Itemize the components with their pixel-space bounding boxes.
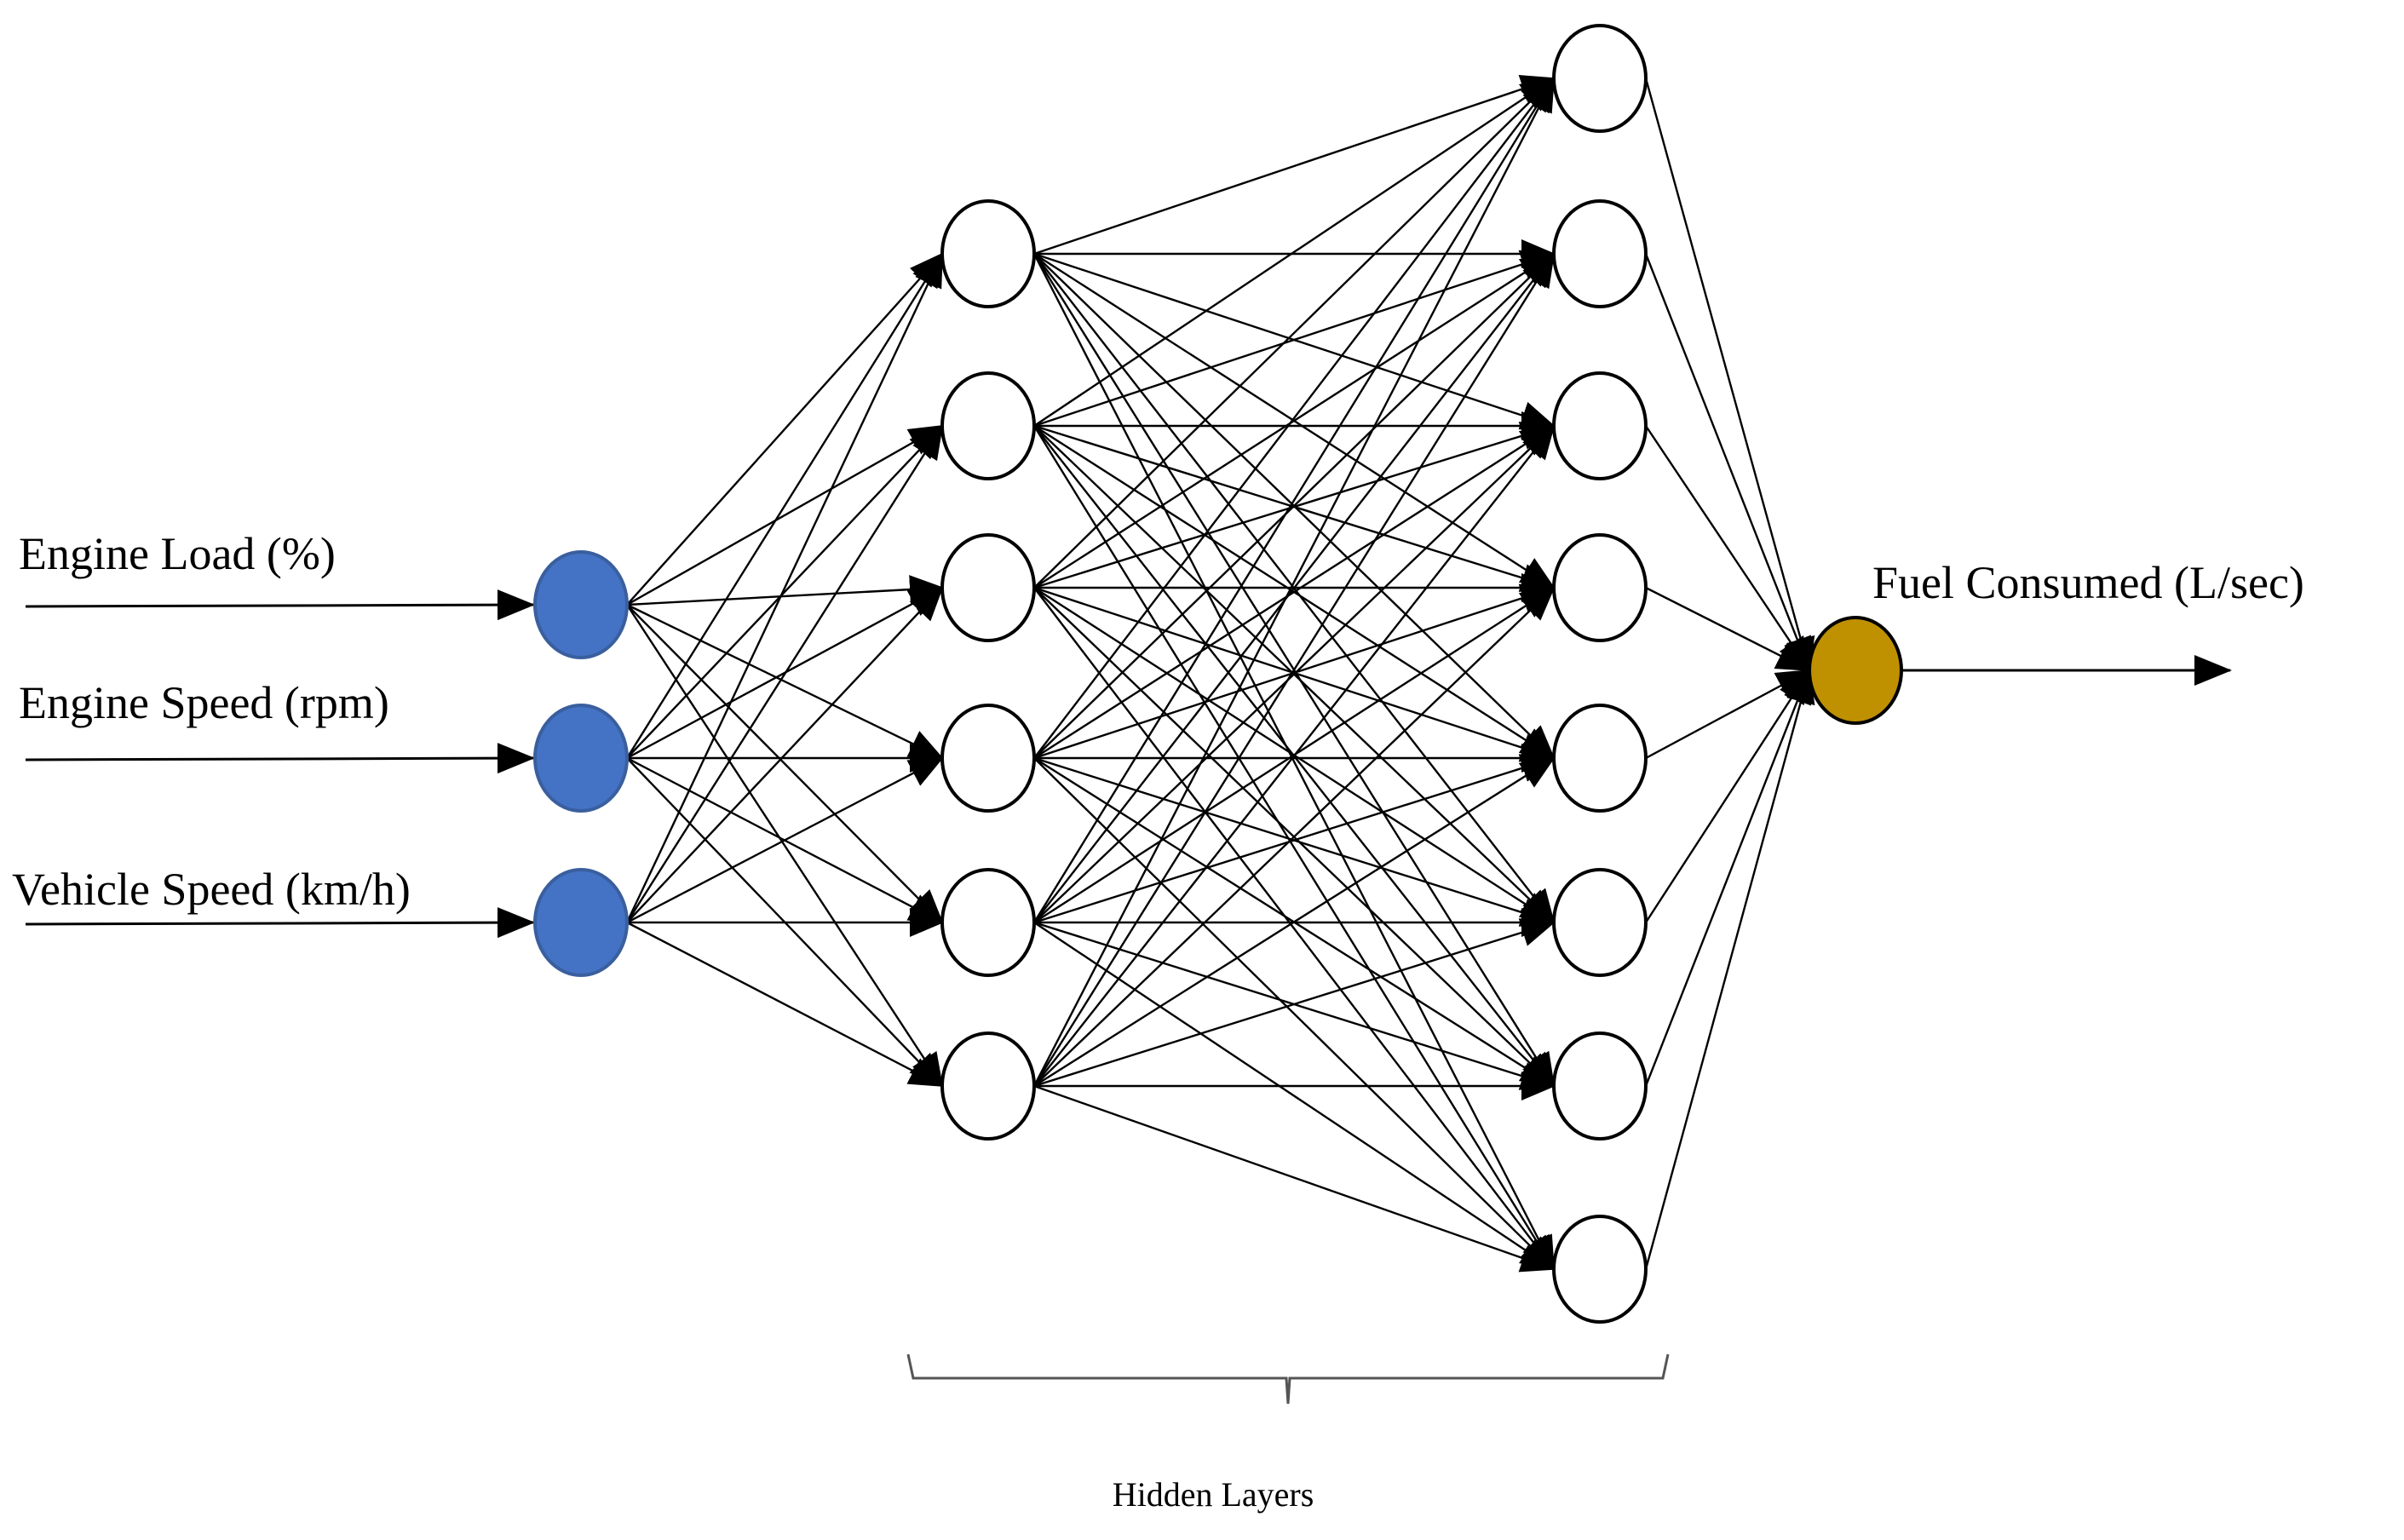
edge-l1-n3-to-l2-n2 (1033, 424, 1556, 760)
output-label-fuel-consumed: Fuel Consumed (L/sec) (1872, 557, 2304, 608)
edge-l0-n1-to-l1-n0 (625, 252, 944, 759)
edge-l0-n2-to-l1-n0 (625, 252, 944, 923)
edge-l2-n2-to-l3-n0 (1645, 425, 1811, 672)
hidden-layer-2-node-7 (1552, 1215, 1648, 1324)
edge-l1-n2-to-l2-n7 (1033, 587, 1556, 1271)
input-node-1 (533, 704, 629, 813)
hidden-layers-brace (906, 1353, 1670, 1405)
edge-l0-n1-to-l1-n1 (626, 424, 944, 759)
hidden-layer-2-node-1 (1552, 199, 1648, 308)
input-node-2 (533, 868, 629, 977)
edge-l1-n4-to-l2-n4 (1033, 754, 1556, 924)
network-nodes (533, 24, 1903, 1324)
input-label-engine-load: Engine Load (%) (19, 528, 336, 579)
edge-l1-n4-to-l2-n2 (1033, 424, 1556, 923)
edge-l0-n2-to-l1-n5 (626, 921, 944, 1088)
edge-l2-n5-to-l3-n0 (1644, 669, 1811, 923)
edge-l1-n2-to-l2-n0 (1033, 77, 1556, 589)
hidden-layer-1-node-5 (940, 1031, 1036, 1141)
edge-l0-n2-to-l1-n3 (626, 756, 944, 924)
hidden-layer-2-node-0 (1552, 24, 1648, 133)
input-label-engine-speed: Engine Speed (rpm) (19, 677, 389, 728)
hidden-layer-2-node-2 (1552, 371, 1648, 480)
input-arrow-2 (25, 907, 535, 939)
edge-l1-n5-to-l2-n4 (1033, 756, 1556, 1088)
edge-l1-n1-to-l2-n1 (1033, 250, 1556, 428)
edge-l1-n5-to-l2-n2 (1033, 424, 1556, 1087)
edge-l2-n3-to-l3-n0 (1645, 586, 1811, 672)
input-arrow-1 (25, 743, 535, 774)
edge-l1-n3-to-l2-n1 (1033, 252, 1556, 759)
edge-l0-n0-to-l1-n4 (626, 604, 944, 924)
edge-l1-n5-to-l2-n1 (1032, 252, 1556, 1087)
edge-l0-n0-to-l1-n0 (626, 252, 944, 606)
edge-l2-n7-to-l3-n0 (1644, 669, 1815, 1270)
edge-l1-n5-to-l2-n3 (1033, 586, 1556, 1087)
edge-l1-n0-to-l2-n0 (1033, 75, 1556, 256)
input-label-vehicle-speed: Vehicle Speed (km/h) (12, 864, 411, 915)
hidden-layer-2-node-3 (1552, 533, 1648, 642)
hidden-layer-1-node-4 (940, 868, 1036, 977)
output-node (1808, 616, 1903, 725)
edge-l1-n5-to-l2-n0 (1032, 77, 1556, 1087)
edge-l1-n4-to-l2-n1 (1033, 252, 1556, 923)
edge-l1-n5-to-l2-n5 (1033, 918, 1556, 1088)
hidden-layers-caption: Hidden Layers (1113, 1475, 1314, 1514)
connection-edges (625, 75, 1815, 1273)
edge-l0-n0-to-l1-n1 (626, 424, 944, 606)
input-arrow-0 (25, 589, 535, 621)
hidden-layer-2-node-4 (1552, 704, 1648, 813)
edge-l1-n1-to-l2-n7 (1032, 425, 1556, 1271)
edge-l0-n0-to-l1-n5 (625, 604, 944, 1088)
edge-l1-n4-to-l2-n0 (1032, 77, 1556, 923)
hidden-layer-2-node-5 (1552, 868, 1648, 977)
hidden-layer-1-node-2 (940, 533, 1036, 642)
edge-l1-n1-to-l2-n0 (1033, 77, 1556, 427)
edge-l1-n0-to-l2-n7 (1032, 253, 1556, 1271)
hidden-layer-1-node-3 (940, 704, 1036, 813)
edge-l2-n4-to-l3-n0 (1645, 669, 1811, 760)
edge-l1-n3-to-l2-n7 (1033, 757, 1556, 1271)
edge-l1-n2-to-l2-n1 (1033, 252, 1556, 589)
edge-l1-n3-to-l2-n0 (1033, 77, 1556, 759)
io-arrows (25, 589, 2232, 939)
edge-l2-n1-to-l3-n0 (1644, 253, 1811, 672)
edge-l0-n0-to-l1-n2 (626, 575, 944, 606)
edge-l0-n2-to-l1-n1 (625, 424, 944, 923)
hidden-layer-2-node-6 (1552, 1031, 1648, 1141)
hidden-layer-1-node-1 (940, 371, 1036, 480)
edge-l2-n6-to-l3-n0 (1644, 669, 1811, 1087)
edge-l1-n4-to-l2-n7 (1033, 922, 1556, 1271)
edge-l1-n5-to-l2-n7 (1033, 1084, 1556, 1273)
edge-l0-n0-to-l1-n3 (626, 603, 944, 760)
edge-l0-n2-to-l1-n2 (626, 586, 944, 923)
hidden-layer-1-node-0 (940, 199, 1036, 308)
input-node-0 (533, 550, 629, 659)
edge-l2-n0-to-l3-n0 (1644, 78, 1815, 672)
